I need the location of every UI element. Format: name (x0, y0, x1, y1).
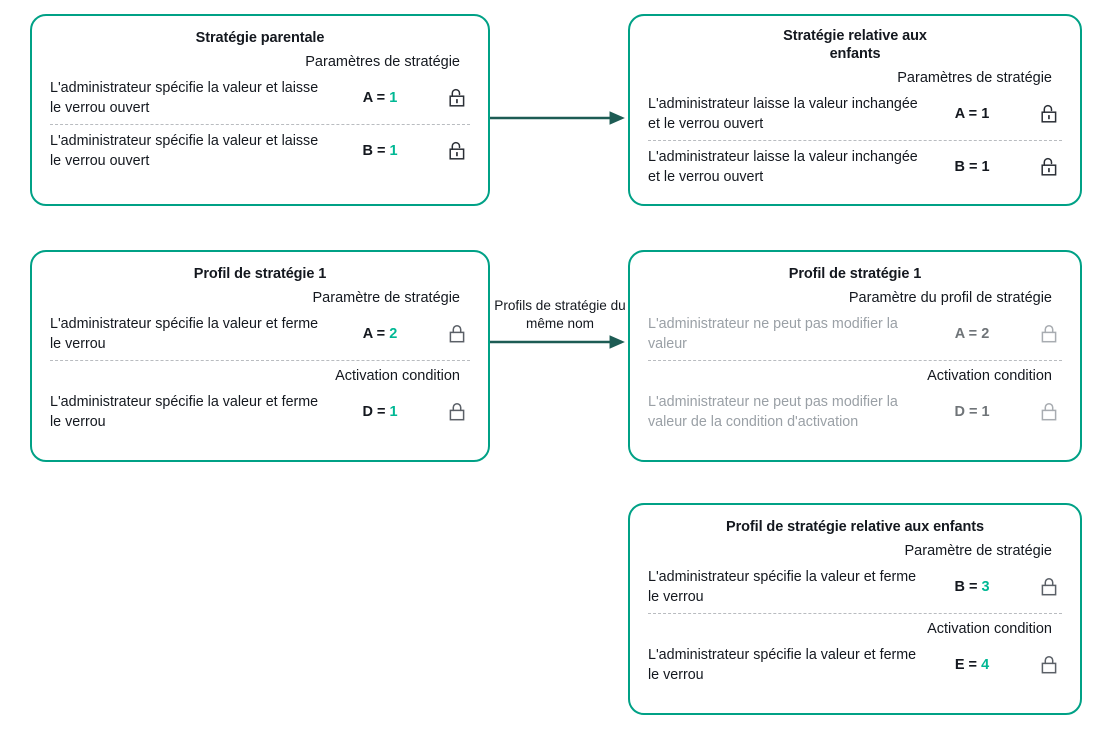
lock-closed-icon (1018, 323, 1080, 345)
section-header-policy-settings: Paramètres de stratégie (897, 70, 1052, 87)
table-row: L'administrateur spécifie la valeur et f… (32, 386, 488, 438)
row-description: L'administrateur laisse la valeur inchan… (648, 95, 918, 133)
table-row: L'administrateur spécifie la valeur et l… (32, 125, 488, 177)
box-title: Profil de stratégie relative aux enfants (726, 519, 984, 535)
row-description: L'administrateur ne peut pas modifier la… (648, 315, 898, 352)
section-header-activation-condition: Activation condition (335, 367, 460, 384)
lock-open-icon (426, 87, 488, 109)
row-value: D = 1 (362, 403, 398, 420)
row-value: B = 3 (954, 578, 990, 595)
lock-open-icon (426, 140, 488, 162)
lock-open-icon (1018, 156, 1080, 178)
lock-closed-icon (1018, 401, 1080, 423)
box-parent-policy: Stratégie parentale Paramètres de straté… (30, 14, 490, 206)
section-header-policy-settings: Paramètres de stratégie (305, 54, 460, 71)
row-value: A = 1 (954, 106, 990, 123)
table-row: L'administrateur ne peut pas modifier la… (630, 386, 1080, 438)
row-divider (648, 140, 1062, 142)
table-row: L'administrateur laisse la valeur inchan… (630, 141, 1080, 193)
box-title: Profil de stratégie 1 (788, 266, 922, 282)
row-divider (648, 359, 1062, 361)
section-header-activation-condition: Activation condition (927, 367, 1052, 384)
row-description: L'administrateur spécifie la valeur et f… (648, 568, 917, 605)
section-header-policy-profile-setting: Paramètre du profil de stratégie (848, 290, 1052, 307)
row-description: L'administrateur spécifie la valeur et l… (50, 79, 319, 116)
table-row: L'administrateur laisse la valeur inchan… (630, 88, 1080, 140)
table-row: L'administrateur spécifie la valeur et l… (32, 72, 488, 124)
arrow-label-same-name-profiles: Profils de stratégie du même nom (494, 298, 626, 331)
section-header-activation-condition: Activation condition (927, 620, 1052, 637)
lock-closed-icon (426, 323, 488, 345)
row-value: B = 1 (362, 142, 398, 159)
row-value: B = 1 (954, 159, 990, 176)
profile-to-profile-arrow (489, 335, 625, 349)
table-row: L'administrateur spécifie la valeur et f… (630, 639, 1080, 691)
box-child-policy-profile: Profil de stratégie relative aux enfants… (628, 503, 1082, 715)
box-title: Stratégie relative aux enfants (783, 28, 927, 63)
row-description: L'administrateur laisse la valeur inchan… (648, 148, 918, 186)
lock-closed-icon (1018, 576, 1080, 598)
row-divider (50, 359, 470, 361)
box-policy-profile-1-right: Profil de stratégie 1 Paramètre du profi… (628, 250, 1082, 462)
row-divider (50, 123, 470, 125)
lock-closed-icon (426, 401, 488, 423)
row-divider (648, 612, 1062, 614)
row-value: A = 2 (954, 325, 990, 342)
box-child-policy: Stratégie relative aux enfants Paramètre… (628, 14, 1082, 206)
section-header-policy-setting: Paramètre de stratégie (312, 290, 461, 307)
table-row: L'administrateur ne peut pas modifier la… (630, 308, 1080, 360)
row-value: A = 1 (362, 89, 398, 106)
section-header-policy-setting: Paramètre de stratégie (904, 543, 1053, 560)
table-row: L'administrateur spécifie la valeur et f… (32, 308, 488, 360)
table-row: L'administrateur spécifie la valeur et f… (630, 561, 1080, 613)
row-description: L'administrateur ne peut pas modifier la… (648, 393, 898, 430)
parent-to-child-arrow (489, 111, 625, 125)
row-description: L'administrateur spécifie la valeur et f… (648, 646, 917, 683)
row-description: L'administrateur spécifie la valeur et f… (50, 315, 319, 352)
row-value: D = 1 (954, 403, 990, 420)
box-title: Stratégie parentale (195, 30, 325, 46)
row-value: A = 2 (362, 325, 398, 342)
row-description: L'administrateur spécifie la valeur et f… (50, 393, 319, 430)
lock-open-icon (1018, 103, 1080, 125)
row-description: L'administrateur spécifie la valeur et l… (50, 132, 319, 169)
box-title: Profil de stratégie 1 (193, 266, 327, 282)
box-policy-profile-1-left: Profil de stratégie 1 Paramètre de strat… (30, 250, 490, 462)
row-value: E = 4 (954, 656, 990, 673)
lock-closed-icon (1018, 654, 1080, 676)
